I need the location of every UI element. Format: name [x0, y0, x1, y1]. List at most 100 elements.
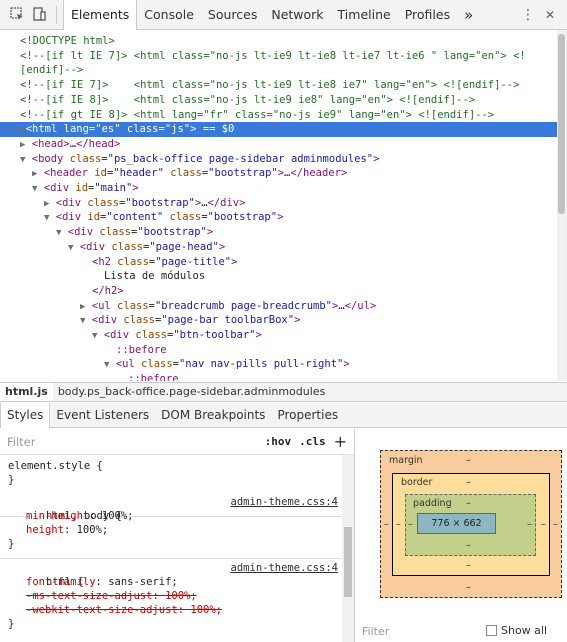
- rule-selector: element.style {: [8, 460, 103, 472]
- checkbox-icon[interactable]: [486, 625, 497, 636]
- css-property-overridden[interactable]: -webkit-text-size-adjust: 100%;: [26, 604, 222, 616]
- dom-node[interactable]: ▼ <div id="content" class="bootstrap">: [44, 211, 284, 224]
- css-property[interactable]: height: 100%;: [26, 524, 109, 536]
- padding-left-value: –: [408, 519, 413, 530]
- show-all-checkbox[interactable]: Show all: [486, 624, 547, 637]
- menu-icon[interactable]: ⋮: [521, 6, 535, 23]
- margin-label: margin: [389, 455, 423, 466]
- tab-styles[interactable]: Styles: [0, 402, 51, 428]
- hover-state-button[interactable]: :hov: [264, 435, 292, 448]
- tab-timeline[interactable]: Timeline: [337, 7, 391, 22]
- margin-bottom-value: –: [466, 582, 471, 593]
- stylesheet-link[interactable]: admin-theme.css:4: [230, 496, 338, 508]
- dom-node[interactable]: ▶ <ul class="breadcrumb page-breadcrumb"…: [80, 299, 377, 312]
- tab-dom-breakpoints[interactable]: DOM Breakpoints: [161, 407, 266, 422]
- tab-properties[interactable]: Properties: [277, 407, 339, 422]
- styles-filter-input[interactable]: Filter: [7, 434, 36, 449]
- dom-node[interactable]: ▶ <header id="header" class="bootstrap">…: [32, 167, 348, 180]
- margin-left-value: –: [384, 519, 389, 530]
- dom-node[interactable]: <!DOCTYPE html>: [20, 35, 115, 47]
- dom-node[interactable]: </h2>: [92, 284, 124, 297]
- breadcrumb-item-html[interactable]: html.js: [0, 383, 53, 401]
- padding-label: padding: [413, 498, 452, 509]
- tab-profiles[interactable]: Profiles: [404, 7, 451, 22]
- rule-close: }: [8, 618, 15, 630]
- rule-selector: html, body { admin-theme.css:4: [45, 496, 338, 522]
- more-tabs-icon[interactable]: »: [464, 5, 474, 24]
- tab-sources[interactable]: Sources: [207, 7, 258, 22]
- expand-toggle-icon[interactable]: ▶: [80, 301, 86, 312]
- css-property[interactable]: font-family: sans-serif;: [26, 576, 178, 588]
- dom-node[interactable]: ::before: [128, 373, 179, 381]
- dom-breadcrumb: html.js body.ps_back-office.page-sidebar…: [0, 382, 567, 402]
- dom-scrollbar[interactable]: [557, 30, 566, 381]
- expand-toggle-icon[interactable]: ▼: [32, 184, 38, 194]
- expand-toggle-icon[interactable]: ▼: [92, 331, 98, 341]
- breadcrumb-item-body[interactable]: body.ps_back-office.page-sidebar.adminmo…: [57, 385, 326, 398]
- expand-toggle-icon[interactable]: ▶: [32, 169, 38, 180]
- expand-toggle-icon[interactable]: ▼: [20, 154, 26, 165]
- margin-top-value: –: [466, 455, 471, 466]
- border-label: border: [401, 477, 433, 488]
- add-rule-icon[interactable]: +: [333, 432, 347, 451]
- element-style-rule[interactable]: element.style { }: [0, 457, 342, 517]
- padding-top-value: –: [466, 498, 471, 509]
- tab-network[interactable]: Network: [271, 7, 324, 22]
- class-toggle-button[interactable]: .cls: [299, 435, 326, 448]
- dom-node[interactable]: ▼ <div id="main">: [32, 182, 139, 194]
- expand-toggle-icon[interactable]: ▼: [80, 316, 86, 327]
- dom-node[interactable]: Lista de módulos: [104, 270, 206, 283]
- dom-node[interactable]: ▼ <div class="page-head">: [68, 240, 226, 253]
- dom-node[interactable]: ▶ <head>…</head>: [20, 137, 121, 150]
- rule-selector: html { admin-theme.css:4: [45, 562, 338, 588]
- dom-node[interactable]: ▼ <div class="bootstrap">: [56, 226, 214, 239]
- dom-node[interactable]: ▶ <div class="bootstrap">…</div>: [44, 196, 246, 209]
- dom-node[interactable]: <!--[if gt IE 8]> <html lang="fr" class=…: [20, 108, 495, 121]
- devtools-toolbar: Elements Console Sources Network Timelin…: [0, 0, 567, 30]
- css-rule-html[interactable]: html { admin-theme.css:4 font-family: sa…: [0, 559, 342, 642]
- dom-tree[interactable]: <!DOCTYPE html> <!--[if lt IE 7]> <html c…: [0, 30, 567, 381]
- dom-node[interactable]: ▼ <div class="btn-toolbar">: [92, 329, 262, 341]
- border-bottom-value: –: [466, 560, 471, 571]
- inspect-element-icon[interactable]: [6, 4, 28, 26]
- tab-elements[interactable]: Elements: [63, 0, 138, 30]
- expand-toggle-icon[interactable]: ▶: [44, 198, 50, 209]
- stylesheet-link[interactable]: admin-theme.css:4: [230, 562, 338, 574]
- dom-node[interactable]: <!--[if IE 7]> <html class="no-js lt-ie9…: [20, 79, 520, 92]
- css-rule-html-body[interactable]: html, body { admin-theme.css:4 min-heigh…: [0, 493, 342, 559]
- expand-toggle-icon[interactable]: ▼: [104, 360, 110, 371]
- dom-node[interactable]: ▼ <body class="ps_back-office page-sideb…: [20, 152, 380, 165]
- rule-close: }: [8, 474, 15, 486]
- rule-close: }: [8, 538, 15, 550]
- box-model-content[interactable]: 776 × 662: [417, 513, 496, 534]
- expand-toggle-icon[interactable]: ▼: [56, 228, 62, 239]
- css-property[interactable]: min-height: 100%;: [26, 510, 134, 522]
- css-property-overridden[interactable]: -ms-text-size-adjust: 100%;: [26, 590, 197, 602]
- close-icon[interactable]: ✕: [544, 7, 556, 22]
- border-top-value: –: [466, 477, 471, 488]
- border-right-value: –: [541, 519, 546, 530]
- box-model-pane: 776 × 662 margin – – – – border – – – – …: [356, 429, 567, 642]
- dom-node[interactable]: <!--[if lt IE 7]> <html class="no-js lt-…: [20, 49, 526, 62]
- tab-event-listeners[interactable]: Event Listeners: [56, 407, 150, 422]
- dom-node[interactable]: <!--[if IE 8]> <html class="no-js lt-ie9…: [20, 93, 476, 106]
- expand-toggle-icon[interactable]: ▶: [20, 139, 26, 150]
- dom-node[interactable]: ▼ <div class="page-bar toolbarBox">: [80, 314, 301, 327]
- margin-right-value: –: [553, 519, 558, 530]
- device-mode-icon[interactable]: [28, 4, 50, 26]
- dom-node[interactable]: ▼ <ul class="nav nav-pills pull-right">: [104, 358, 350, 371]
- dom-node[interactable]: <h2 class="page-title">: [92, 255, 238, 268]
- expand-toggle-icon[interactable]: ▼: [68, 242, 74, 253]
- toolbar-divider: [56, 5, 57, 24]
- computed-filter-input[interactable]: Filter: [362, 625, 390, 638]
- dom-node[interactable]: ::before: [116, 343, 167, 356]
- sidebar-tabs: Styles Event Listeners DOM Breakpoints P…: [0, 402, 567, 428]
- styles-pane: Filter :hov .cls + element.style { } htm…: [0, 429, 355, 642]
- padding-right-value: –: [527, 519, 532, 530]
- styles-scrollbar[interactable]: [342, 455, 354, 642]
- tab-console[interactable]: Console: [144, 7, 194, 22]
- expand-toggle-icon[interactable]: ▼: [44, 213, 50, 224]
- border-left-value: –: [396, 519, 401, 530]
- dom-node[interactable]: [endif]-->: [20, 64, 84, 77]
- dom-node-selected[interactable]: •••◢<html lang="es" class="js"> == $0: [0, 122, 566, 137]
